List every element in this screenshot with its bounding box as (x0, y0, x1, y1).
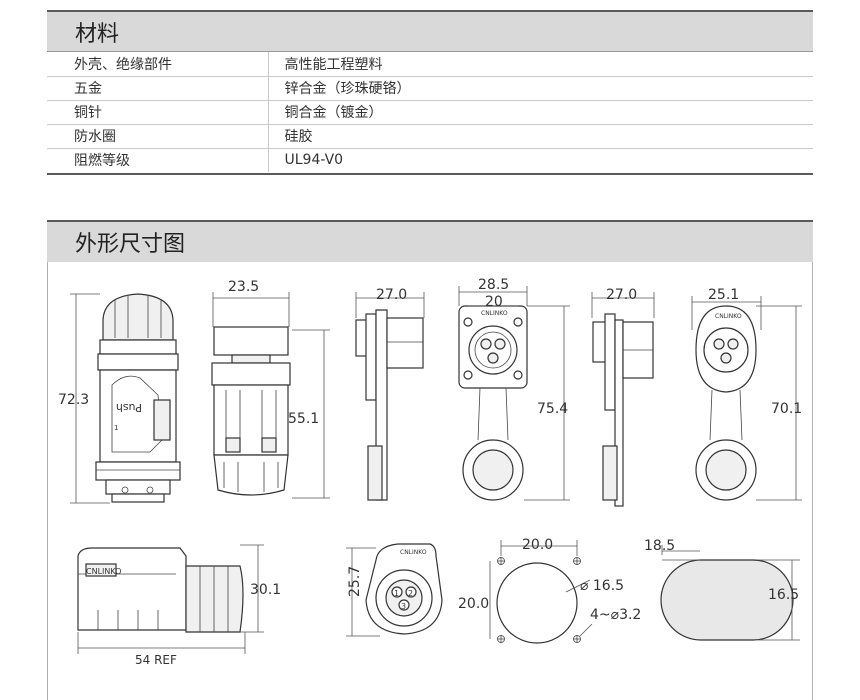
front-panel-front-view: CNLINKO 25.1 70.1 (691, 287, 802, 501)
dim-cutout-dia: ⌀ 16.5 (580, 578, 624, 594)
dim-rear-height: 75.4 (537, 401, 568, 417)
dim-face-height: 25.7 (347, 566, 363, 597)
dim-plug-width: 23.5 (228, 279, 259, 295)
pin-mark-1: 1 (114, 424, 118, 432)
dim-front-width: 25.1 (708, 287, 739, 303)
brand-text-face: CNLINKO (400, 549, 427, 556)
rear-panel-side-view: 27.0 (355, 287, 425, 501)
table-row: 外壳、绝缘部件 高性能工程塑料 (47, 52, 813, 77)
dim-angle-height: 30.1 (250, 582, 281, 598)
push-text: Push (116, 401, 142, 414)
material-part: 外壳、绝缘部件 (47, 52, 269, 77)
material-value: 高性能工程塑料 (268, 52, 813, 77)
material-part: 防水圈 (47, 124, 269, 149)
table-row: 防水圈 硅胶 (47, 124, 813, 149)
material-value: UL94-V0 (284, 152, 344, 169)
table-row: 五金 锌合金（珍珠硬铬） (47, 76, 813, 101)
material-part: 五金 (47, 76, 269, 101)
brand-text-front: CNLINKO (715, 313, 742, 320)
dim-round-flat: 16.5 (768, 587, 799, 603)
dim-plug-height: 72.3 (58, 392, 89, 408)
dimensions-frame (47, 262, 813, 700)
material-part: 阻燃等级 (47, 148, 269, 172)
material-value: 铜合金（镀金） (268, 100, 813, 125)
materials-section: 材料 外壳、绝缘部件 高性能工程塑料 五金 锌合金（珍珠硬铬） 铜针 铜合金（镀… (47, 10, 813, 175)
plug-front-view: 23.5 55.1 (211, 279, 330, 499)
dim-round-dia: 18.5 (644, 538, 675, 554)
dim-front-depth: 27.0 (606, 287, 637, 303)
face-pin-2: 2 (408, 589, 413, 598)
connector-face-view: 1 2 3 CNLINKO 25.7 (346, 543, 443, 637)
materials-title: 材料 (75, 21, 120, 47)
face-pin-1: 1 (394, 589, 399, 598)
dim-rear-pitch: 20 (485, 294, 503, 310)
front-panel-side-view: 27.0 (591, 287, 655, 507)
materials-bottom-rule (47, 173, 813, 175)
right-angle-view: CNLINKO 54 REF 30.1 (77, 544, 281, 667)
dimensions-header: 外形尺寸图 (47, 220, 813, 262)
brand-text-angle: CNLINKO (86, 567, 121, 576)
dimensions-title: 外形尺寸图 (75, 232, 186, 257)
brand-text-rear: CNLINKO (481, 310, 508, 317)
material-value: 锌合金（珍珠硬铬） (268, 76, 813, 101)
rear-panel-front-view: CNLINKO 28.5 20 75.4 (458, 277, 570, 501)
plug-side-view: Push 1 72.3 (58, 293, 181, 504)
dim-plug-body-height: 55.1 (288, 411, 319, 427)
material-value: 硅胶 (268, 124, 813, 149)
dim-cutout-pitch-h: 20.0 (522, 537, 553, 553)
round-cutout-view: 18.5 16.5 (644, 538, 800, 641)
material-part: 铜针 (47, 100, 269, 125)
materials-table: 外壳、绝缘部件 高性能工程塑料 五金 锌合金（珍珠硬铬） 铜针 铜合金（镀金） … (47, 52, 813, 172)
dim-mount-holes: 4~⌀3.2 (590, 607, 641, 623)
dim-angle-length: 54 REF (135, 653, 177, 667)
dimensions-section: 外形尺寸图 (47, 220, 813, 700)
dim-rear-width: 28.5 (478, 277, 509, 293)
dim-rear-depth: 27.0 (376, 287, 407, 303)
table-row: 阻燃等级 UL94-V0 (47, 148, 813, 172)
dim-cutout-pitch-v: 20.0 (458, 596, 489, 612)
table-row: 铜针 铜合金（镀金） (47, 100, 813, 125)
dim-front-height: 70.1 (771, 401, 802, 417)
materials-header: 材料 (47, 10, 813, 52)
square-cutout-view: 20.0 20.0 ⌀ 16.5 4~⌀3.2 (458, 537, 641, 644)
face-pin-3: 3 (401, 602, 406, 611)
